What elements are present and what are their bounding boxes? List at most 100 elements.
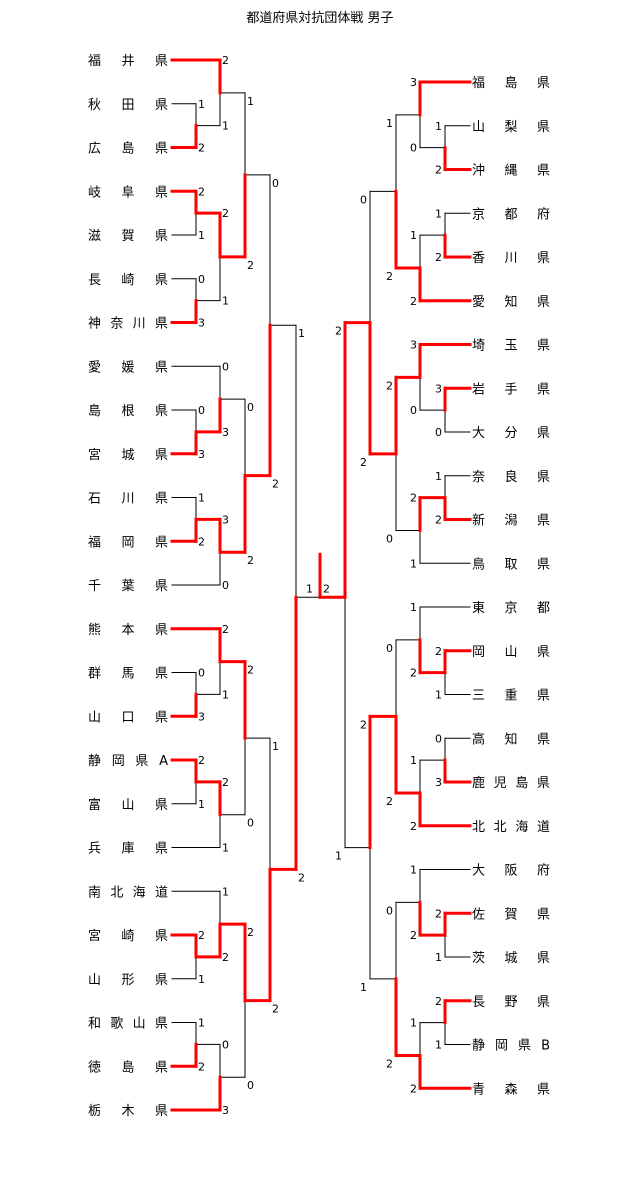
match-score: 1 bbox=[410, 557, 417, 570]
match-score: 2 bbox=[435, 907, 442, 920]
team-name: 岐阜県 bbox=[88, 184, 168, 200]
match-score: 1 bbox=[386, 117, 393, 130]
match-score: 2 bbox=[198, 929, 205, 942]
match-score: 0 bbox=[222, 579, 229, 592]
team-name: 鳥取県 bbox=[472, 557, 550, 572]
match-score: 2 bbox=[435, 164, 442, 177]
match-score: 1 bbox=[272, 740, 279, 753]
match-score: 1 bbox=[298, 327, 305, 340]
match-score: 2 bbox=[272, 1003, 279, 1016]
team-name: 北北海道 bbox=[472, 820, 550, 835]
team-name: 東京都 bbox=[472, 600, 550, 616]
team-name: 広島県 bbox=[88, 142, 168, 157]
match-score: 1 bbox=[435, 689, 442, 702]
match-score: 3 bbox=[198, 710, 205, 723]
match-score: 2 bbox=[386, 1057, 393, 1070]
team-name: 岩手県 bbox=[472, 382, 550, 397]
match-score: 1 bbox=[198, 973, 205, 986]
match-score: 0 bbox=[272, 177, 279, 190]
team-name: 三重県 bbox=[472, 688, 550, 704]
match-score: 2 bbox=[410, 295, 417, 308]
team-name: 神奈川県 bbox=[88, 317, 168, 332]
match-score: 2 bbox=[222, 207, 229, 220]
team-name: 岡山県 bbox=[472, 645, 550, 660]
match-score: 0 bbox=[410, 142, 417, 155]
match-score: 3 bbox=[222, 426, 229, 439]
team-name: 宮城県 bbox=[88, 447, 168, 463]
match-score: 1 bbox=[198, 798, 205, 811]
match-score: 0 bbox=[222, 1038, 229, 1051]
match-score: 1 bbox=[198, 229, 205, 242]
match-score: 1 bbox=[410, 601, 417, 614]
match-score: 0 bbox=[198, 404, 205, 417]
match-score: 1 bbox=[435, 207, 442, 220]
match-score: 1 bbox=[222, 885, 229, 898]
team-name: 長崎県 bbox=[88, 273, 168, 288]
match-score: 2 bbox=[360, 456, 367, 469]
match-score: 2 bbox=[247, 554, 254, 567]
match-score: 1 bbox=[222, 295, 229, 308]
final-score-right: 2 bbox=[323, 582, 330, 595]
match-score: 2 bbox=[222, 54, 229, 67]
match-score: 1 bbox=[247, 95, 254, 108]
match-score: 2 bbox=[386, 379, 393, 392]
match-score: 2 bbox=[198, 185, 205, 198]
match-score: 2 bbox=[198, 754, 205, 767]
team-name: 京都府 bbox=[472, 207, 550, 222]
match-score: 2 bbox=[410, 1082, 417, 1095]
match-score: 0 bbox=[435, 732, 442, 745]
match-score: 2 bbox=[410, 667, 417, 680]
match-score: 1 bbox=[435, 1039, 442, 1052]
team-name: 長野県 bbox=[472, 995, 550, 1010]
match-score: 1 bbox=[335, 850, 342, 863]
team-name: 島根県 bbox=[88, 404, 168, 419]
team-name: 愛知県 bbox=[472, 294, 550, 310]
match-score: 2 bbox=[435, 251, 442, 264]
match-score: 3 bbox=[222, 513, 229, 526]
match-score: 2 bbox=[247, 926, 254, 939]
team-name: 千葉県 bbox=[88, 579, 168, 594]
match-score: 1 bbox=[198, 492, 205, 505]
match-score: 0 bbox=[247, 401, 254, 414]
match-score: 1 bbox=[410, 229, 417, 242]
match-score: 0 bbox=[198, 667, 205, 680]
match-score: 0 bbox=[222, 360, 229, 373]
match-score: 2 bbox=[435, 514, 442, 527]
team-name: 石川県 bbox=[88, 492, 168, 507]
match-score: 2 bbox=[247, 664, 254, 677]
match-score: 2 bbox=[435, 645, 442, 658]
team-name: 鹿児島県 bbox=[472, 775, 550, 791]
team-name: 沖縄県 bbox=[472, 164, 550, 179]
match-score: 1 bbox=[410, 754, 417, 767]
match-score: 2 bbox=[272, 478, 279, 491]
team-name: 大阪府 bbox=[472, 864, 550, 879]
match-score: 3 bbox=[198, 317, 205, 330]
match-score: 2 bbox=[435, 995, 442, 1008]
match-score: 0 bbox=[386, 904, 393, 917]
match-score: 3 bbox=[410, 339, 417, 352]
team-name: 愛媛県 bbox=[88, 360, 168, 375]
match-score: 2 bbox=[222, 623, 229, 636]
team-name: 兵庫県 bbox=[88, 842, 168, 857]
team-name: 群馬県 bbox=[88, 667, 168, 682]
match-score: 1 bbox=[435, 470, 442, 483]
match-score: 2 bbox=[198, 142, 205, 155]
team-name: 栃木県 bbox=[88, 1104, 168, 1119]
team-name: 静岡県A bbox=[88, 754, 168, 769]
team-name: 滋賀県 bbox=[88, 229, 168, 244]
match-score: 1 bbox=[435, 951, 442, 964]
match-score: 0 bbox=[386, 532, 393, 545]
match-score: 3 bbox=[435, 776, 442, 789]
final-score-left: 1 bbox=[306, 582, 313, 595]
team-name: 茨城県 bbox=[472, 951, 550, 966]
match-score: 1 bbox=[410, 864, 417, 877]
match-score: 2 bbox=[410, 929, 417, 942]
match-score: 0 bbox=[198, 273, 205, 286]
match-score: 1 bbox=[198, 98, 205, 111]
team-name: 南北海道 bbox=[88, 884, 168, 900]
match-score: 2 bbox=[386, 795, 393, 808]
match-score: 1 bbox=[222, 688, 229, 701]
match-score: 2 bbox=[410, 820, 417, 833]
match-score: 2 bbox=[335, 325, 342, 338]
